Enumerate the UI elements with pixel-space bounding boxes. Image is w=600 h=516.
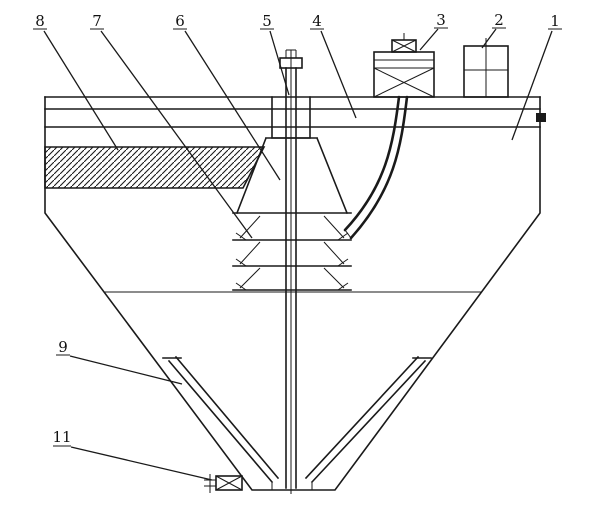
callout-11-label: 11 [52,428,71,446]
callout-4-label: 4 [312,12,322,30]
control-box-cross [464,46,508,97]
callout-11-leader [70,446,213,481]
callout-2: 2 [481,11,506,49]
tank-shell [44,96,546,491]
outlet-throat [271,482,313,490]
inner-cone-right [304,355,427,484]
drive-fins [374,59,434,69]
deflector-skirts [239,215,345,289]
discharge-device [204,474,243,493]
callout-4-leader [320,30,357,119]
feed-pipe-end [344,229,352,239]
callout-11: 11 [52,428,213,481]
feed-pipe-inner [349,95,409,240]
callout-5-leader [269,30,290,96]
discharge-stubs [204,474,216,493]
discharge-body [215,475,243,491]
drive-unit [373,33,435,98]
callout-1: 1 [511,12,562,141]
callout-7: 7 [90,12,253,239]
callout-2-leader [481,28,497,49]
callout-7-leader [100,30,253,239]
callout-2-label: 2 [494,11,504,29]
drive-housing [373,51,435,98]
callout-4: 4 [310,12,357,119]
callouts: 8 7 6 5 4 3 2 [33,11,562,481]
callout-9-label: 9 [58,338,68,356]
control-box [463,38,509,98]
motor-cap-cross [391,39,417,53]
callout-8: 8 [33,12,119,151]
callout-6-label: 6 [175,12,185,30]
callout-9-leader [69,355,183,385]
central-shaft [271,49,311,494]
callout-9: 9 [56,338,183,385]
callout-8-label: 8 [35,12,45,30]
inner-cone-left [167,355,280,484]
feed-pipe-outer [343,95,401,232]
callout-3-leader [419,28,439,51]
callout-6: 6 [173,12,281,181]
discharge-cross [215,475,243,491]
callout-3-label: 3 [436,11,446,29]
callout-5-label: 5 [262,12,272,30]
callout-1-label: 1 [550,12,560,30]
shaft-top-stub [285,49,297,58]
drive-cross-brace [373,67,435,98]
callout-5: 5 [260,12,290,96]
inner-cone-liner [162,355,432,490]
callout-7-label: 7 [92,12,102,30]
deck-sleeve [271,96,311,139]
wall-nozzle [536,113,546,122]
tank-outline [44,96,541,491]
callout-1-leader [511,30,553,141]
inclined-plate-hatched [44,146,266,189]
callout-8-leader [43,30,119,151]
hatched-plate [44,146,266,189]
feed-pipe [343,95,409,240]
callout-6-leader [184,30,281,181]
callout-3: 3 [419,11,448,51]
fin-end-ticks [235,232,349,291]
